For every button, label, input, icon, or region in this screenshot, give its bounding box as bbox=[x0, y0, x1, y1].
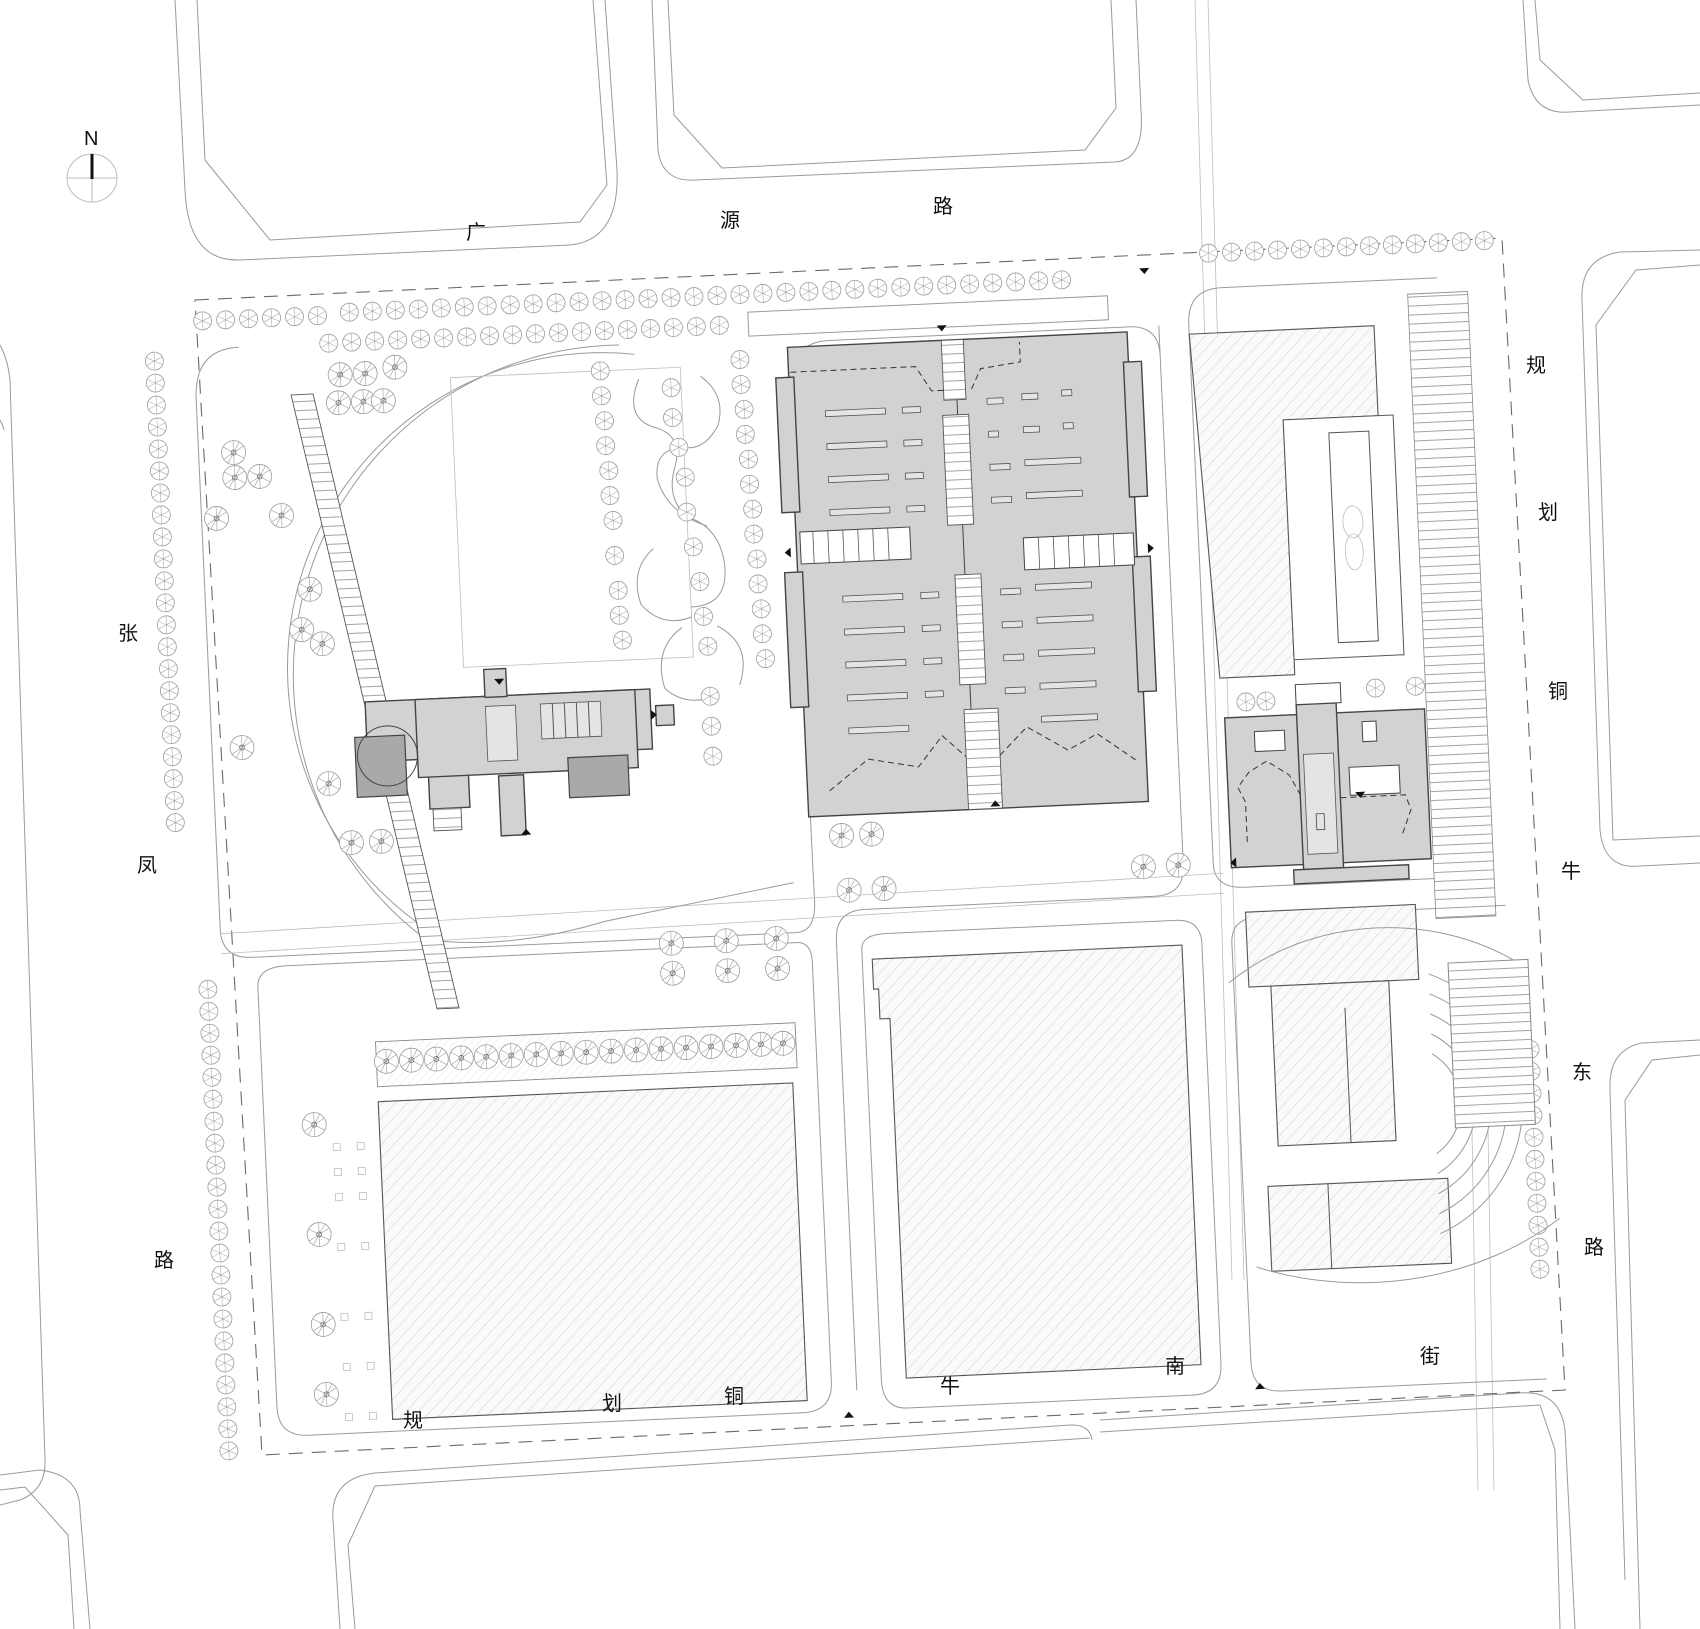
northeast-block bbox=[1188, 291, 1497, 919]
road-label-south-5: 南 bbox=[1165, 1354, 1185, 1378]
road-label-south-2: 划 bbox=[602, 1391, 622, 1415]
road-label-west-2: 凤 bbox=[137, 853, 157, 877]
road-label-west-3: 路 bbox=[154, 1248, 174, 1272]
road-label-east-1: 规 bbox=[1526, 353, 1546, 377]
southeast-complex bbox=[1228, 903, 1561, 1284]
street-trees-north bbox=[192, 230, 1495, 353]
road-label-north-2: 源 bbox=[720, 208, 740, 232]
road-label-north-1: 广 bbox=[466, 220, 486, 244]
road-label-east-6: 路 bbox=[1584, 1235, 1604, 1259]
road-label-north-3: 路 bbox=[933, 194, 953, 218]
internal-roads bbox=[195, 277, 1548, 1436]
east-building bbox=[1223, 676, 1432, 885]
road-label-west-1: 张 bbox=[118, 621, 138, 645]
road-label-east-4: 牛 bbox=[1561, 859, 1581, 883]
road-label-south-6: 街 bbox=[1420, 1344, 1440, 1368]
north-label: N bbox=[84, 128, 99, 150]
road-label-east-5: 东 bbox=[1572, 1060, 1592, 1084]
road-label-east-2: 划 bbox=[1538, 500, 1558, 524]
site-boundary bbox=[194, 237, 1566, 1456]
road-label-east-3: 铜 bbox=[1548, 679, 1568, 703]
road-label-south-1: 规 bbox=[403, 1408, 423, 1432]
southwest-block bbox=[301, 1022, 808, 1421]
west-building bbox=[354, 667, 676, 837]
north-arrow-icon bbox=[66, 153, 118, 203]
road-label-south-3: 铜 bbox=[724, 1384, 744, 1408]
central-building bbox=[775, 331, 1158, 818]
entry-markers bbox=[494, 267, 1366, 1418]
road-label-south-4: 牛 bbox=[940, 1374, 960, 1398]
serpentine-garden bbox=[590, 349, 776, 766]
south-central-block bbox=[658, 821, 1202, 1379]
